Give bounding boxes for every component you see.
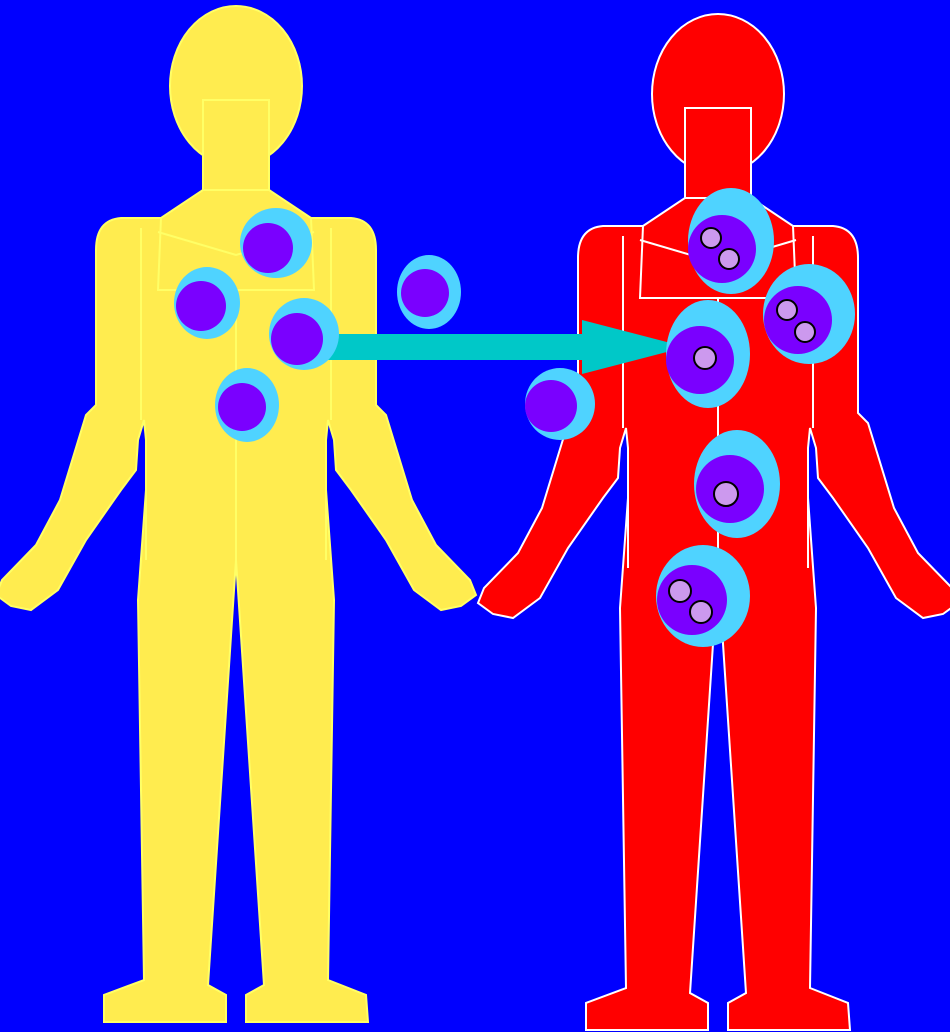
donor-figure	[0, 6, 476, 1022]
infected-cell	[688, 188, 774, 294]
inclusion	[690, 601, 712, 623]
inclusion	[777, 300, 797, 320]
infected-cell	[763, 264, 855, 364]
infected-cell	[656, 545, 750, 647]
inclusion	[714, 482, 738, 506]
cell	[397, 255, 461, 329]
donor-body	[0, 100, 476, 1022]
inclusion	[701, 228, 721, 248]
inclusion	[694, 347, 716, 369]
cell	[174, 267, 240, 339]
cell	[215, 368, 279, 442]
infected-cell	[666, 300, 750, 408]
infected-cell	[694, 430, 780, 538]
cell	[269, 298, 339, 370]
inclusion	[719, 249, 739, 269]
cell	[525, 368, 595, 440]
cell	[240, 208, 312, 278]
inclusion	[669, 580, 691, 602]
inclusion	[795, 322, 815, 342]
